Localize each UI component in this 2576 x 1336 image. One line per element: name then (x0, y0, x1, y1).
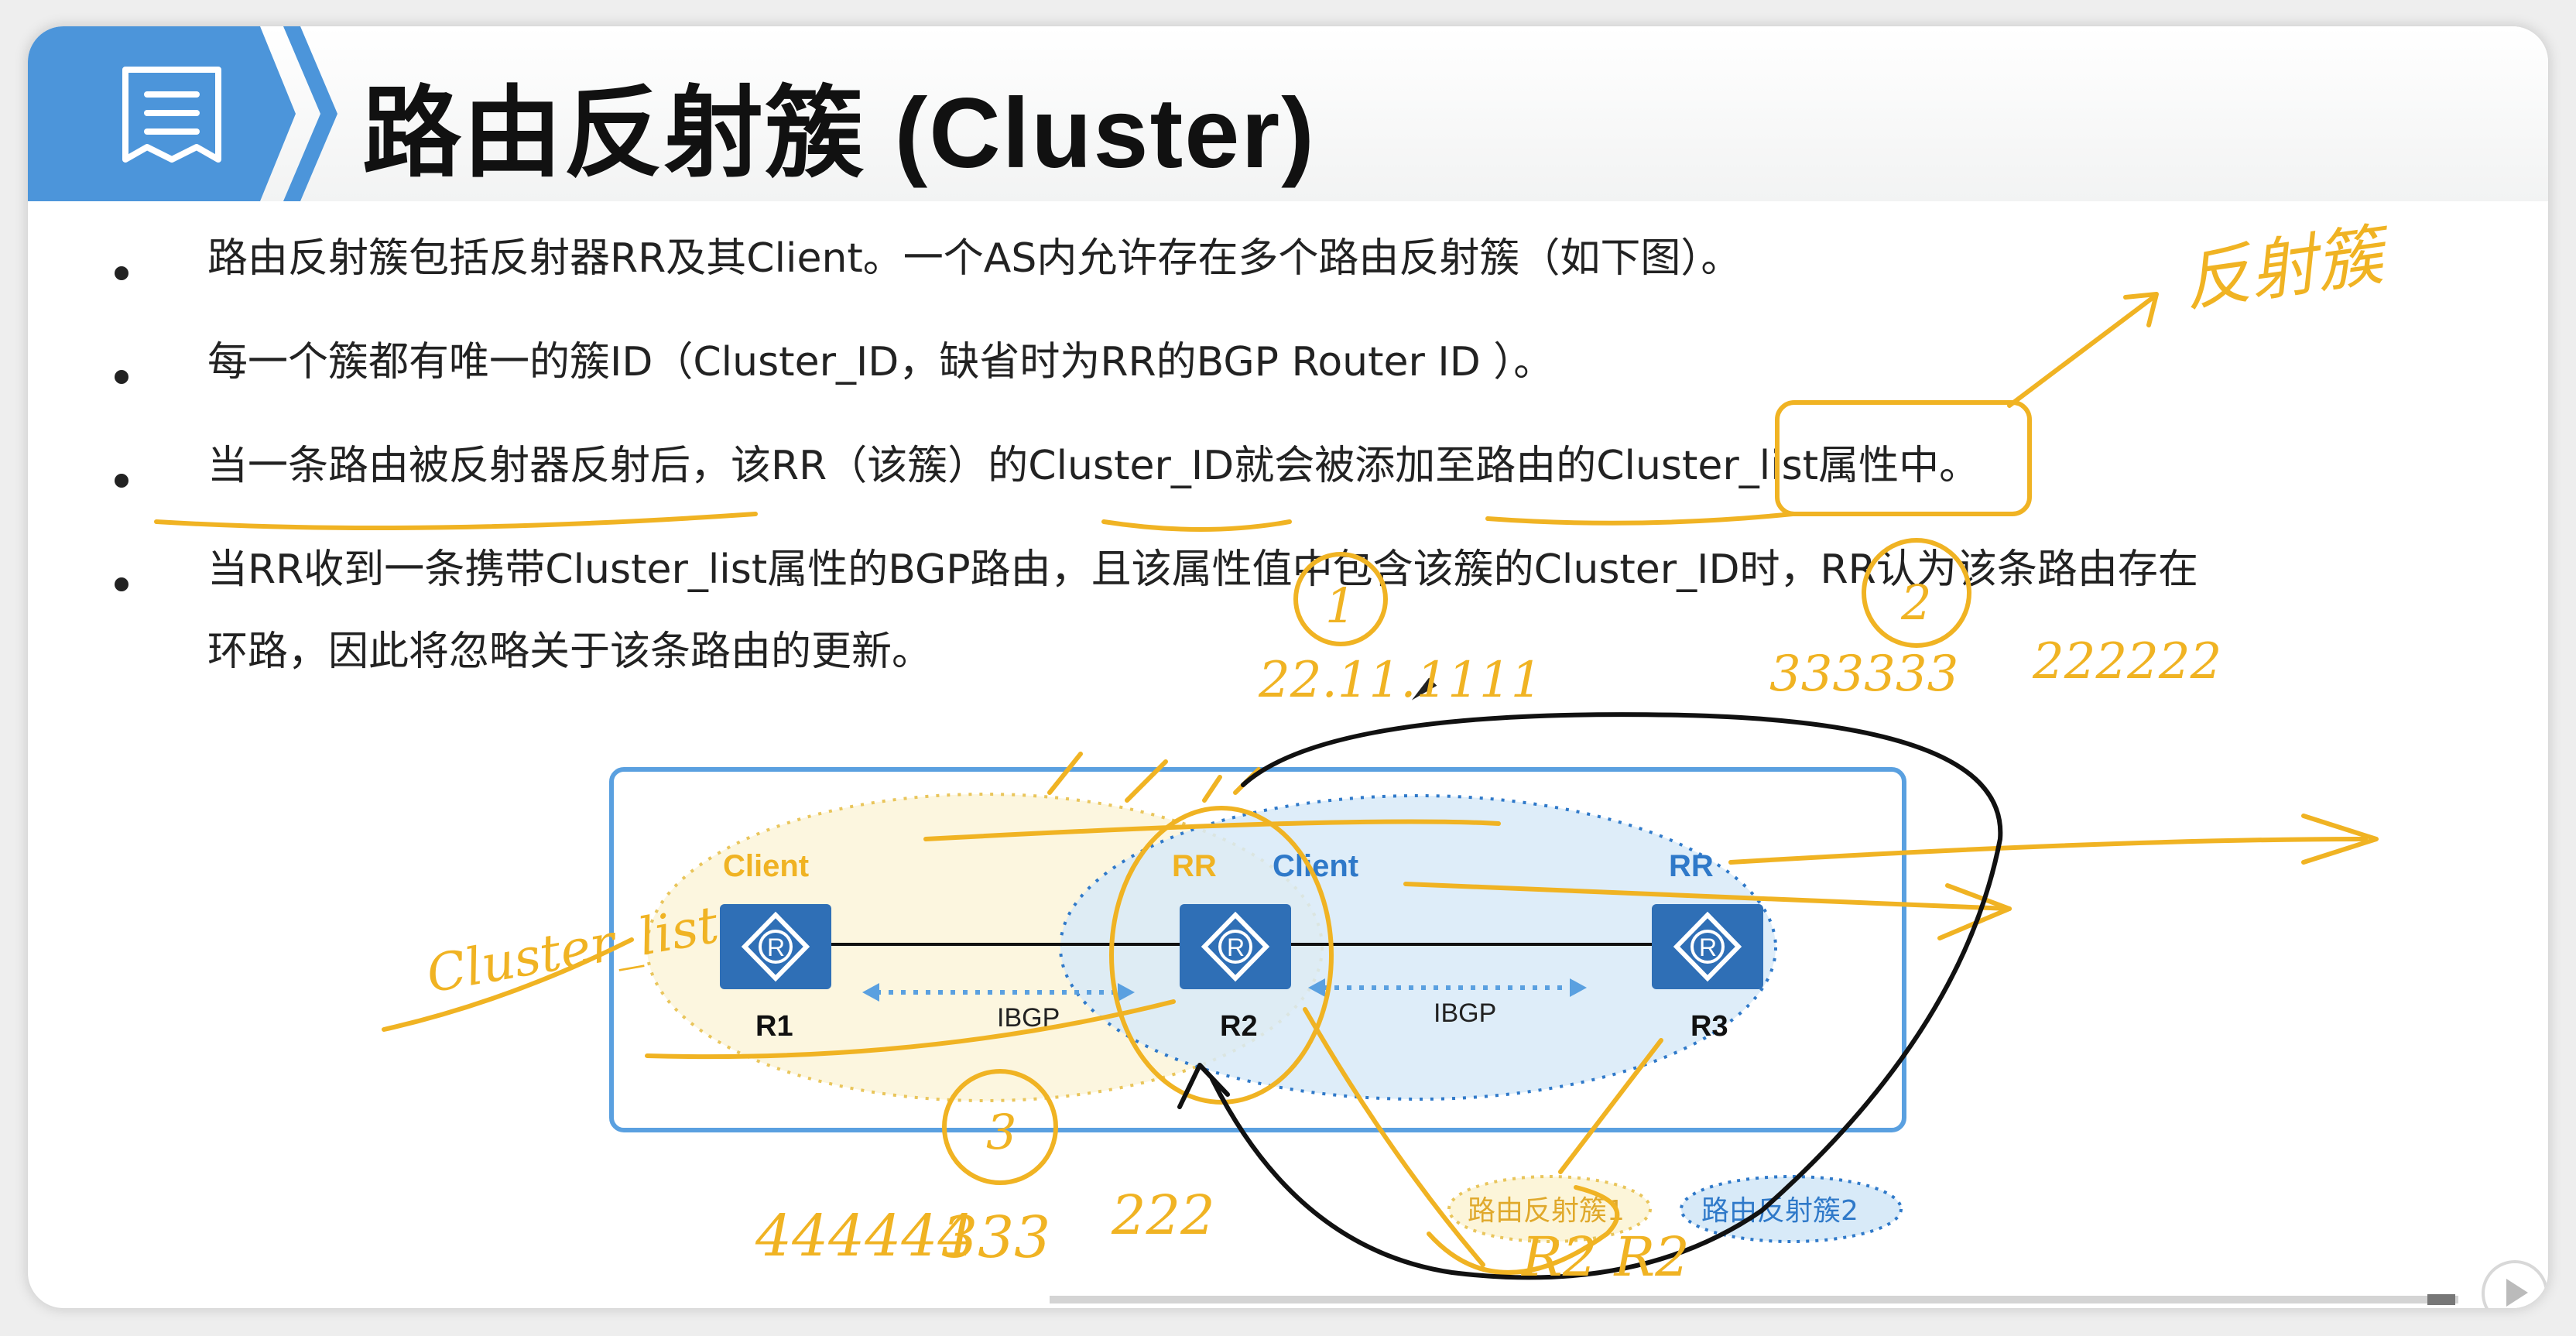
note-scribble-b: 333333 (1769, 646, 1958, 703)
bullet-text: 每一个簇都有唯一的簇ID（Cluster_ID，缺省时为RR的BGP Route… (207, 339, 1554, 385)
slide: 路由反射簇 (Cluster) 路由反射簇包括反射器RR及其Client。一个A… (28, 26, 2548, 1308)
note-num-3: 3 (986, 1104, 1016, 1160)
legend-label-1: 路由反射簇1 (1468, 1195, 1625, 1227)
ibgp-label-2: IBGP (1434, 999, 1496, 1028)
note-num-1: 1 (1325, 577, 1355, 634)
handwritten-text: 反射簇 1 2 3 22.11.1111 333333 222222 Clust… (422, 215, 2396, 1289)
document-icon (122, 67, 221, 163)
note-scribble-a: 22.11.1111 (1258, 652, 1542, 709)
mouse-cursor-icon (1408, 675, 1440, 704)
legend-cluster-1 (1447, 1175, 1652, 1243)
slide-title: 路由反射簇 (Cluster) (362, 78, 1316, 189)
role-rr-r2: RR (1172, 849, 1217, 883)
svg-text:R: R (767, 933, 785, 961)
underline-2 (1101, 519, 1292, 532)
bullet-dot (115, 474, 128, 488)
arrow-to-note (2007, 295, 2156, 408)
note-top-right: 反射簇 (2179, 215, 2396, 321)
r2-to-legend-stroke (1303, 1007, 1485, 1267)
legend-loop (1427, 1185, 1620, 1275)
bullet-dot (115, 577, 128, 591)
r3-to-legend-stroke (1558, 1038, 1663, 1174)
play-button[interactable] (2482, 1260, 2548, 1308)
handwritten-annotations (154, 292, 2379, 1275)
arrow-head-across (2301, 814, 2379, 865)
router-r2: R (1180, 904, 1291, 989)
circle-1 (1293, 552, 1388, 646)
left-stroke (382, 937, 634, 1032)
arrow-left-icon (1308, 978, 1325, 997)
cluster-2-area (1059, 794, 1777, 1101)
line-across-1 (923, 819, 1501, 841)
router-r3-name: R3 (1690, 1010, 1728, 1043)
title-band (28, 26, 2548, 201)
highlight-box (1775, 400, 2032, 516)
circle-2 (1862, 538, 1971, 648)
bullet-dot (115, 370, 128, 384)
arrow-head-2 (1937, 883, 2012, 940)
svg-text:R: R (1699, 933, 1717, 961)
arrow-right-icon (1570, 978, 1587, 997)
legend-label-2: 路由反射簇2 (1701, 1195, 1858, 1227)
router-r3: R (1652, 904, 1763, 989)
r1-to-r2-stroke (645, 999, 1176, 1060)
topology-diagram: IBGP IBGP R R R R1 R2 R3 Client RR Clien… (154, 215, 2396, 1289)
note-bottom-a: 444444 (755, 1203, 975, 1269)
loop-arrow-head (1177, 1063, 1230, 1109)
arrow-right-icon (1118, 983, 1135, 1002)
play-icon (2506, 1279, 2528, 1307)
bullet-text: 路由反射簇包括反射器RR及其Client。一个AS内允许存在多个路由反射簇（如下… (207, 235, 1742, 282)
router-r1: R (720, 904, 831, 989)
circle-3 (942, 1069, 1058, 1185)
note-bottom-d: R2 R2 (1520, 1225, 1690, 1289)
underline-3 (1485, 512, 1795, 526)
note-num-2: 2 (1900, 574, 1931, 631)
loop-path (1210, 712, 2003, 1280)
line-across-2 (1403, 882, 2012, 911)
router-r1-name: R1 (755, 1010, 793, 1043)
bullet-dot (115, 266, 128, 280)
bullet-text: 当一条路由被反射器反射后，该RR（该簇）的Cluster_ID就会被添加至路由的… (207, 443, 1980, 489)
note-bottom-b: 333 (941, 1204, 1050, 1271)
svg-text:R: R (1227, 933, 1245, 961)
bullet-text-continued: 环路，因此将忽略关于该条路由的更新。 (207, 629, 933, 675)
role-client-r1: Client (723, 849, 809, 883)
arrow-left-icon (862, 983, 879, 1002)
circle-r2 (1109, 806, 1334, 1105)
handwritten-loop (1177, 712, 2003, 1280)
role-rr-r3: RR (1669, 849, 1714, 883)
router-r2-name: R2 (1220, 1010, 1258, 1043)
note-bottom-c: 222 (1111, 1184, 1215, 1247)
horizontal-scrollbar[interactable] (1050, 1296, 2458, 1303)
tick-strokes (1047, 752, 1261, 803)
scrollbar-thumb[interactable] (2427, 1294, 2455, 1305)
note-scribble-c: 222222 (2032, 633, 2221, 690)
underline-1 (154, 512, 758, 530)
arrow-across (1728, 837, 2368, 865)
arrow-head-note (2123, 292, 2159, 327)
